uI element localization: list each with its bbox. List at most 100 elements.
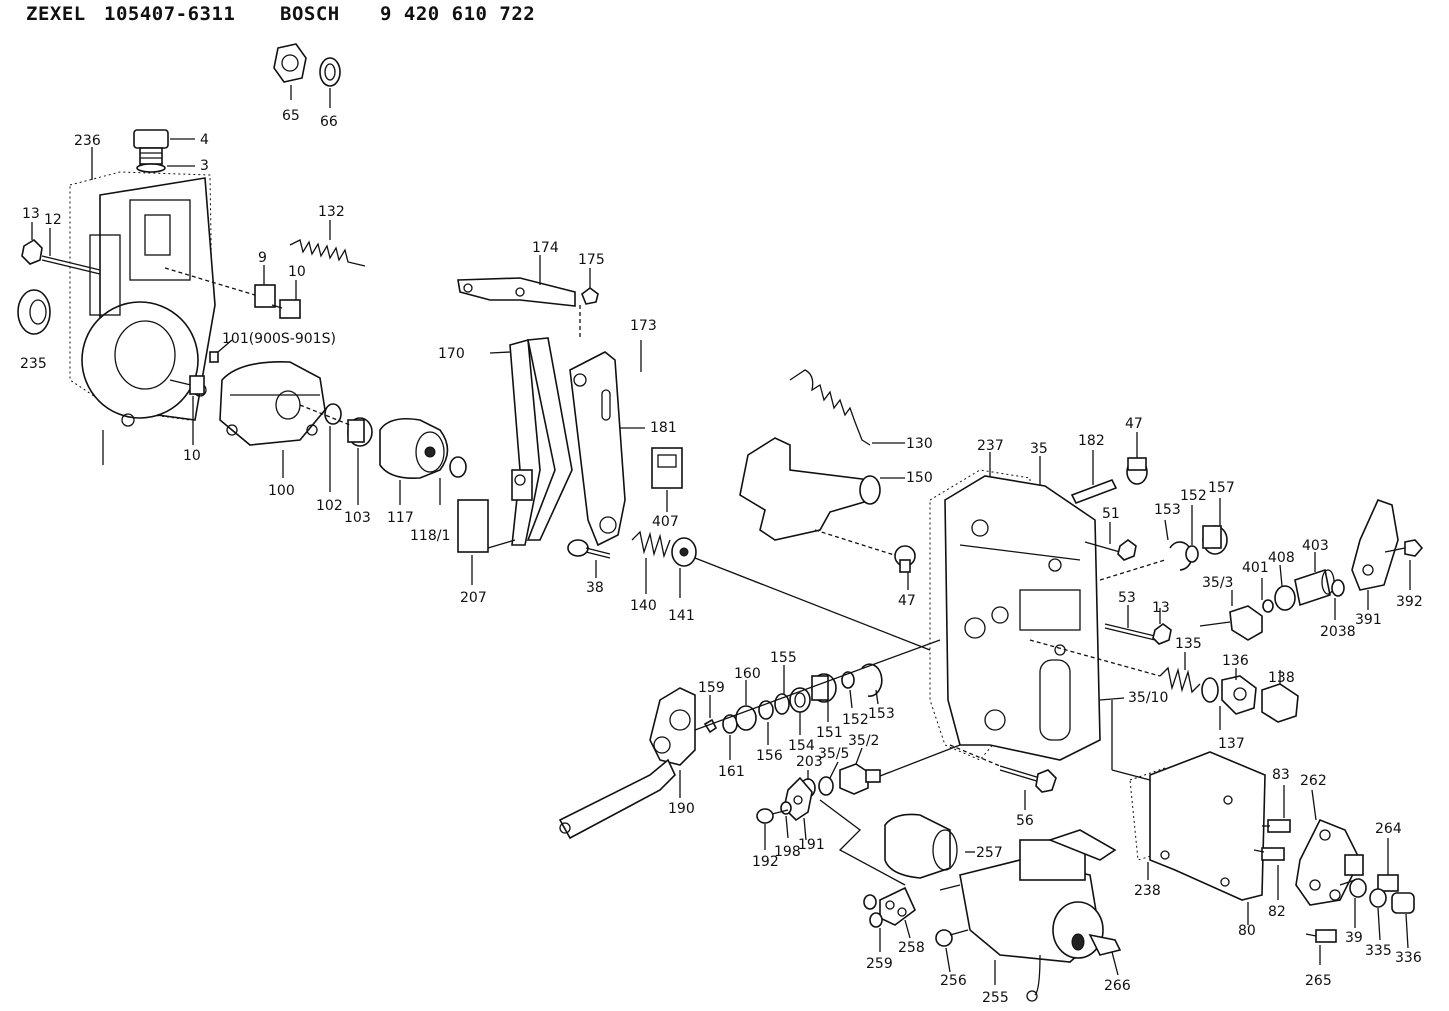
part-washer-401[interactable] [1262, 599, 1274, 613]
part-bolt-38[interactable] [567, 539, 611, 559]
part-bolt-56[interactable] [999, 765, 1057, 793]
part-lever-150[interactable] [739, 437, 905, 541]
label-141: 141 [668, 608, 695, 624]
part-screw-47-lower[interactable] [894, 545, 916, 573]
part-cover-403[interactable] [1294, 568, 1335, 607]
part-bolt-51[interactable] [1084, 539, 1137, 561]
part-screw-10[interactable] [271, 299, 301, 319]
part-screw-265[interactable] [1305, 929, 1337, 943]
part-nipple-82[interactable] [1253, 847, 1285, 861]
label-161: 161 [718, 764, 745, 780]
part-screw-47[interactable] [1126, 457, 1148, 485]
label-255: 255 [982, 990, 1009, 1006]
part-nut-259[interactable] [863, 894, 883, 928]
header-maker-zexel: ZEXEL [26, 3, 86, 25]
label-130: 130 [906, 436, 933, 452]
part-washer-66[interactable] [319, 57, 341, 87]
part-cap-138[interactable] [1261, 683, 1299, 723]
label-181: 181 [650, 420, 677, 436]
part-washer-135[interactable] [1201, 677, 1219, 703]
part-washer-155[interactable] [774, 693, 790, 715]
part-washer-118[interactable] [449, 456, 467, 478]
label-408: 408 [1268, 550, 1295, 566]
part-bracket-266[interactable] [1047, 829, 1122, 956]
part-adjuster-35-3[interactable] [1199, 605, 1263, 641]
part-solenoid-255[interactable] [939, 839, 1104, 1002]
part-housing-236[interactable] [69, 171, 216, 427]
part-bracket-407[interactable] [651, 447, 683, 489]
part-screw-192[interactable] [756, 808, 789, 824]
label-117: 117 [387, 510, 414, 526]
part-lever-174[interactable] [457, 277, 576, 307]
part-nut-175[interactable] [581, 287, 599, 305]
part-lever-181[interactable] [569, 351, 626, 547]
part-washer-2038[interactable] [1331, 579, 1345, 597]
label-336: 336 [1395, 950, 1422, 966]
part-screw-392[interactable] [1384, 539, 1424, 557]
part-washer-160[interactable] [735, 705, 757, 731]
part-spring-132[interactable] [289, 239, 366, 267]
part-bolt-12[interactable] [41, 255, 101, 275]
label-154: 154 [788, 738, 815, 754]
part-bracket-9[interactable] [254, 284, 276, 308]
part-washer-335[interactable] [1369, 888, 1387, 908]
part-cap-157[interactable] [1202, 525, 1228, 555]
part-ring-3[interactable] [136, 163, 166, 173]
part-nut-141[interactable] [671, 537, 697, 567]
part-washer-198[interactable] [780, 801, 792, 815]
part-flyweight-100[interactable] [219, 361, 326, 446]
part-solenoid-cap-257[interactable] [884, 813, 958, 879]
part-ring-152-lower[interactable] [841, 671, 855, 689]
part-screw-10-lower[interactable] [169, 375, 205, 395]
part-nut-136[interactable] [1221, 675, 1257, 715]
part-nut-65[interactable] [273, 43, 307, 83]
part-plug-4[interactable] [133, 129, 169, 165]
label-65: 65 [282, 108, 300, 124]
part-cap-408[interactable] [1274, 585, 1296, 611]
part-sleeve-151[interactable] [811, 673, 837, 703]
label-259: 259 [866, 956, 893, 972]
part-screw-35-2[interactable] [839, 763, 881, 795]
part-nut-235[interactable] [17, 289, 51, 335]
part-cap-336[interactable] [1391, 892, 1415, 914]
label-190: 190 [668, 801, 695, 817]
part-spring-130[interactable] [789, 369, 871, 446]
part-lever-391[interactable] [1351, 498, 1399, 591]
part-pin-101[interactable] [209, 351, 219, 363]
part-lever-190[interactable] [558, 687, 696, 840]
label-407: 407 [652, 514, 679, 530]
label-102: 102 [316, 498, 343, 514]
part-nipple-83[interactable] [1262, 819, 1291, 833]
part-shaft-117[interactable] [379, 417, 449, 480]
part-bracket-207[interactable] [457, 499, 516, 553]
label-4: 4 [200, 132, 209, 148]
label-192: 192 [752, 854, 779, 870]
label-10-lower: 10 [183, 448, 201, 464]
label-118: 118/1 [410, 528, 450, 544]
part-housing-35[interactable] [944, 475, 1101, 761]
part-lever-170[interactable] [509, 337, 573, 546]
label-2038: 2038 [1320, 624, 1356, 640]
label-140: 140 [630, 598, 657, 614]
part-screw-256[interactable] [935, 929, 969, 947]
part-plate-258[interactable] [879, 886, 916, 926]
part-washer-35-5[interactable] [818, 776, 834, 796]
part-washer-102[interactable] [324, 403, 342, 425]
part-fitting-264[interactable] [1377, 874, 1399, 892]
label-170: 170 [438, 346, 465, 362]
part-rod-182[interactable] [1070, 478, 1118, 505]
part-screw-135[interactable] [1159, 666, 1201, 694]
part-washer-39[interactable] [1349, 878, 1367, 898]
label-237: 237 [977, 438, 1004, 454]
header-part-bosch: 9 420 610 722 [380, 3, 536, 25]
part-clip-153-lower[interactable] [861, 663, 883, 697]
part-spring-140[interactable] [631, 530, 671, 559]
part-cover-80[interactable] [1149, 751, 1266, 901]
label-138: 138 [1268, 670, 1295, 686]
part-bolt-53[interactable] [1104, 623, 1172, 645]
label-83: 83 [1272, 767, 1290, 783]
part-sleeve-103[interactable] [347, 417, 373, 447]
part-nut-13[interactable] [21, 238, 43, 265]
part-ring-152[interactable] [1185, 545, 1199, 563]
